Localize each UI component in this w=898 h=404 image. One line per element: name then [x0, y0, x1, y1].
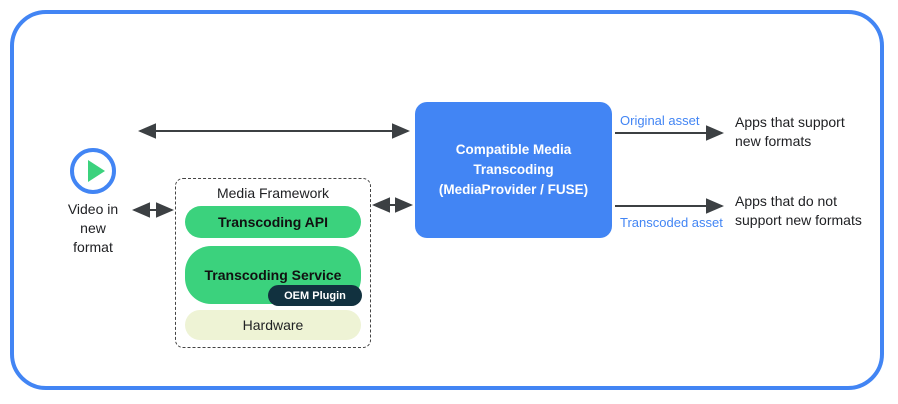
video-source-label-line3: format [73, 239, 113, 255]
apps-nonsupporting-line1: Apps that do not [735, 193, 837, 209]
compatible-media-transcoding-box: Compatible Media Transcoding (MediaProvi… [415, 102, 612, 238]
original-asset-label: Original asset [620, 113, 700, 128]
apps-supporting-line2: new formats [735, 133, 812, 149]
apps-supporting-label: Apps that support new formats [735, 113, 885, 151]
play-circle-icon [70, 148, 116, 194]
cmt-line2: Transcoding [473, 162, 554, 177]
play-triangle-icon [88, 160, 105, 182]
cmt-line1: Compatible Media [455, 142, 572, 157]
apps-nonsupporting-label: Apps that do not support new formats [735, 192, 887, 230]
transcoded-asset-label: Transcoded asset [620, 215, 723, 230]
apps-nonsupporting-line2: support new formats [735, 212, 862, 228]
video-source-label-line2: new [80, 220, 106, 236]
cmt-line3: (MediaProvider / FUSE) [438, 182, 589, 197]
video-source-label-line1: Video in [67, 201, 119, 217]
hardware-box: Hardware [185, 310, 361, 340]
video-source-label: Video in new format [48, 200, 138, 257]
apps-supporting-line1: Apps that support [735, 114, 845, 130]
oem-plugin-badge: OEM Plugin [268, 285, 362, 306]
transcoding-api-box: Transcoding API [185, 206, 361, 238]
media-framework-title: Media Framework [216, 185, 330, 201]
